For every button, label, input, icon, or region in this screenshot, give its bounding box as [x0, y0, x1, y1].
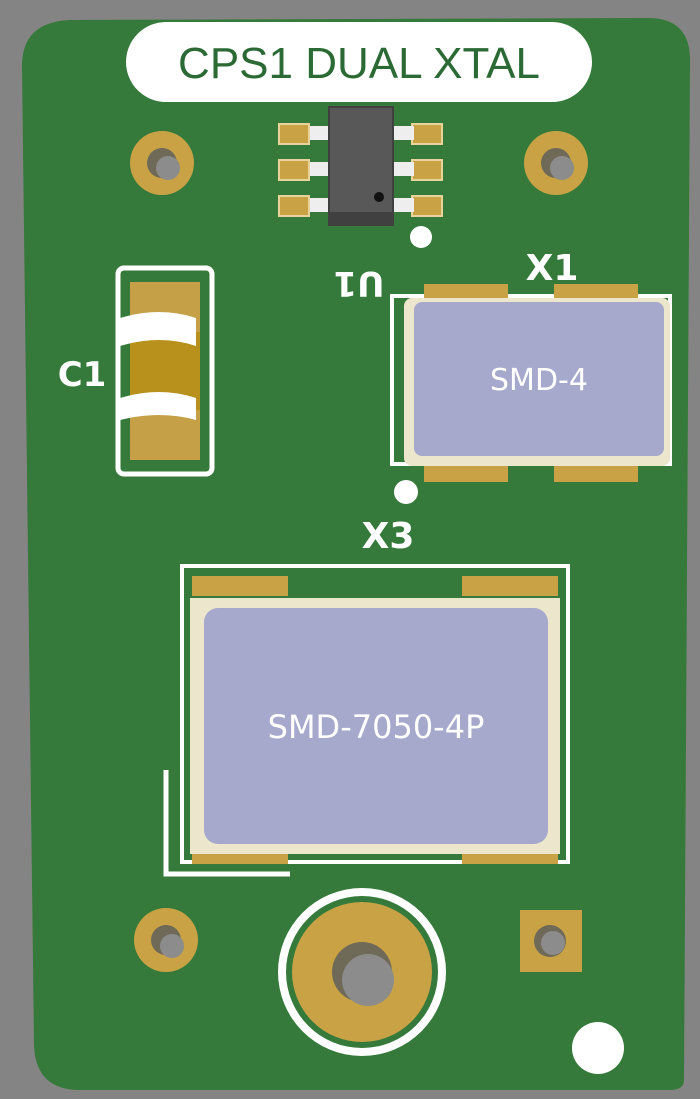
c1-designator: C1	[58, 355, 107, 395]
mounting-hole-top-right	[524, 131, 588, 195]
x3-body-label: SMD-7050-4P	[268, 708, 485, 746]
x3-crystal: SMD-7050-4P	[163, 564, 570, 877]
x1-body-label: SMD-4	[490, 363, 588, 398]
x1-designator: X1	[526, 248, 579, 289]
c1-capacitor	[115, 265, 215, 477]
board-title: CPS1 DUAL XTAL	[178, 39, 540, 88]
x3-designator: X3	[362, 516, 415, 557]
mounting-hole-bottom-left	[134, 908, 198, 972]
fiducial-dot	[572, 1022, 624, 1074]
mounting-hole-top-left	[130, 131, 194, 195]
u1-pin1-dot	[374, 192, 384, 202]
u1-chip	[278, 106, 443, 248]
title-plate: CPS1 DUAL XTAL	[126, 22, 592, 102]
square-pad-bottom-right	[520, 910, 582, 972]
mounting-hole-center	[278, 888, 446, 1056]
u1-designator: U1	[333, 263, 384, 303]
x1-crystal: SMD-4	[390, 284, 672, 482]
